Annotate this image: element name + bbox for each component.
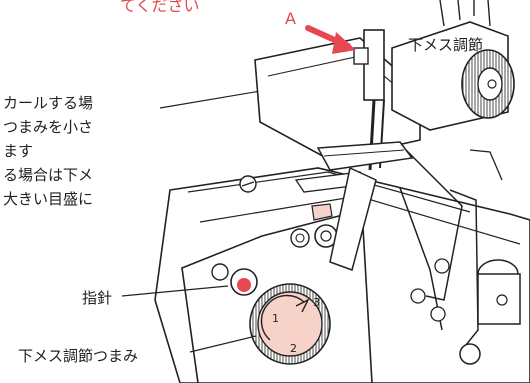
body-line-5: 大きい目盛に bbox=[3, 190, 94, 208]
body-line-4: る場合は下メ bbox=[3, 166, 94, 184]
presser-foot bbox=[316, 141, 414, 171]
knob-leader bbox=[189, 335, 257, 353]
body-line-2: つまみを小さ bbox=[3, 118, 94, 136]
pointer-dot bbox=[237, 278, 251, 292]
knob-label: 下メス調節つまみ bbox=[18, 347, 139, 365]
dial-mark-2: 2 bbox=[290, 342, 297, 355]
pointer-leader bbox=[121, 285, 229, 297]
label-a: A bbox=[285, 9, 296, 28]
body-line-3: ます bbox=[3, 142, 34, 160]
body-line-1: カールする場 bbox=[3, 94, 94, 112]
heading-fragment: てください bbox=[120, 0, 200, 15]
dial-mark-1: 1 bbox=[272, 312, 279, 325]
dial-mark-3: 3 bbox=[313, 296, 320, 309]
section-title: 下メス調節 bbox=[408, 36, 484, 54]
needle-bar bbox=[363, 29, 385, 101]
pointer-label: 指針 bbox=[82, 289, 113, 307]
